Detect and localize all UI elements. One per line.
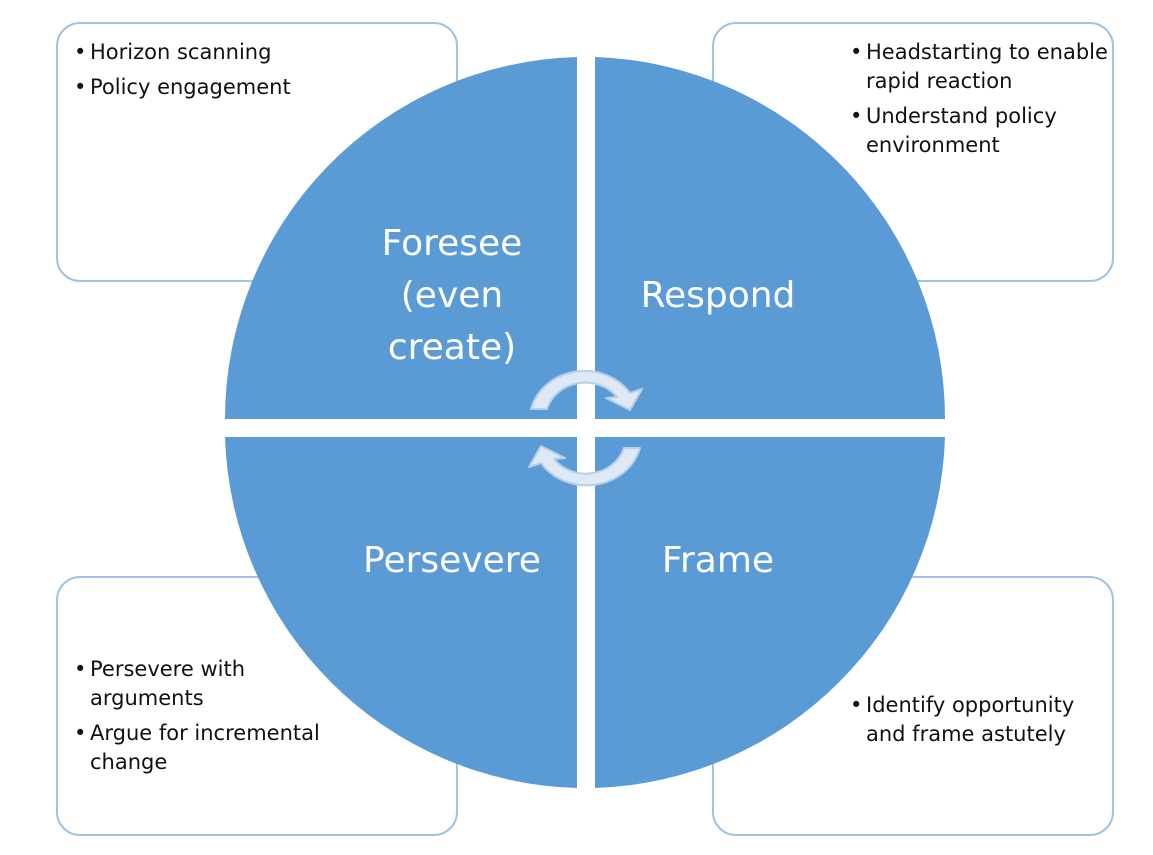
bullet-list-persevere: Persevere with arguments Argue for incre… <box>74 655 324 783</box>
list-item: Headstarting to enable rapid reaction <box>850 38 1110 96</box>
clockwise-arrow-icon <box>530 369 643 411</box>
quadrant-foresee <box>224 57 577 419</box>
quadrant-label-frame: Frame <box>661 540 775 581</box>
quadrant-frame <box>595 437 945 788</box>
quadrant-label-foresee: Foresee (even create) <box>381 223 523 368</box>
list-item: Horizon scanning <box>74 38 324 67</box>
quadrant-respond <box>595 57 946 419</box>
quadrant-persevere <box>225 437 577 788</box>
list-item: Argue for incremental change <box>74 719 324 777</box>
quadrant-label-respond: Respond <box>640 275 796 316</box>
list-item: Persevere with arguments <box>74 655 324 713</box>
list-item: Identify opportunity and frame astutely <box>850 691 1100 749</box>
quadrant-label-persevere: Persevere <box>363 540 541 581</box>
bullet-list-foresee: Horizon scanning Policy engagement <box>74 38 324 108</box>
list-item: Understand policy environment <box>850 102 1110 160</box>
bullet-list-frame: Identify opportunity and frame astutely <box>850 691 1100 755</box>
bullet-list-respond: Headstarting to enable rapid reaction Un… <box>850 38 1110 166</box>
list-item: Policy engagement <box>74 73 324 102</box>
clockwise-arrow-icon <box>528 445 641 487</box>
